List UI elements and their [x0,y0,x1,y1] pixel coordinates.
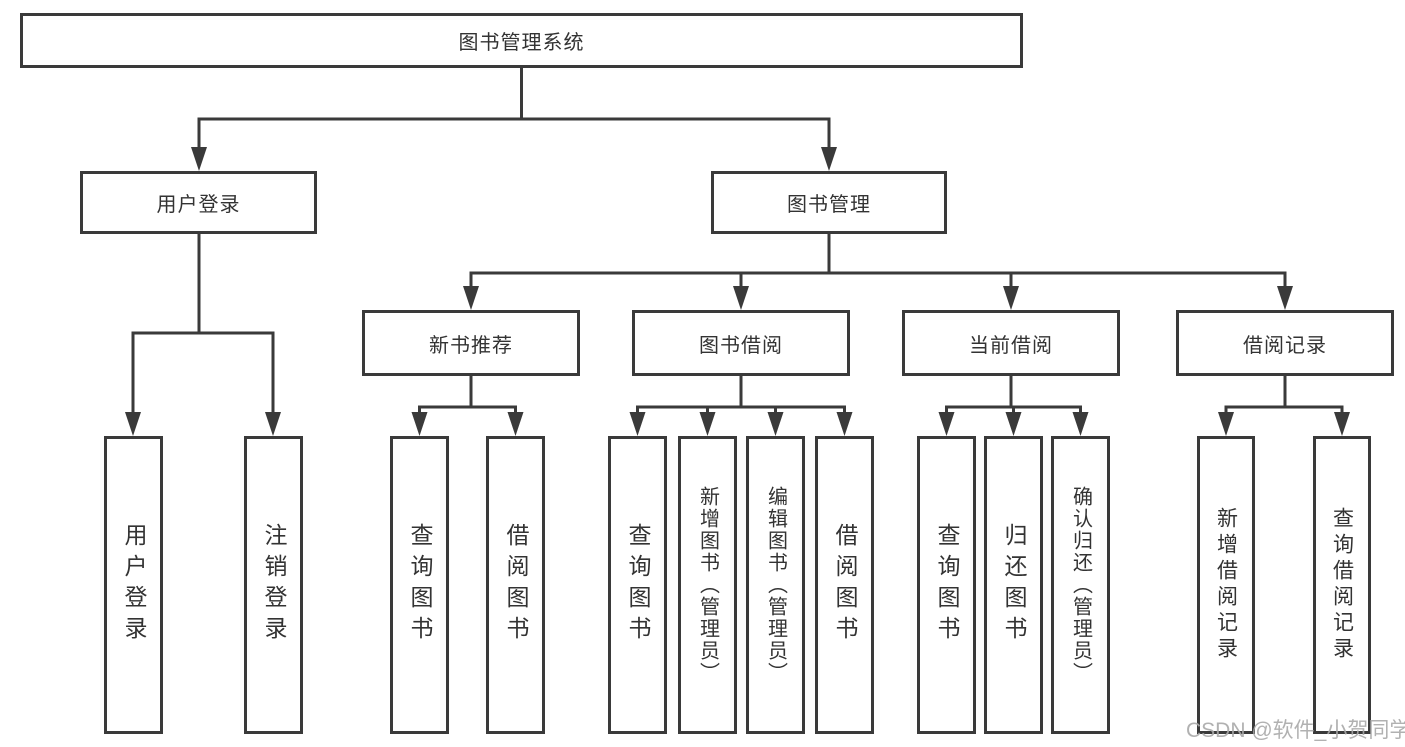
node-current-borrow-label: 当前借阅 [969,334,1053,357]
node-book-borrow: 图书借阅 [632,310,850,376]
leaf-bb-query-books-label: 查询图书 [625,523,651,647]
leaf-bb-borrow-books: 借阅图书 [815,436,874,734]
leaf-rec-borrow-books: 借阅图书 [486,436,545,734]
leaf-bb-edit-books-label: 编辑图书（管理员） [764,486,787,684]
leaf-logout: 注销登录 [244,436,303,734]
leaf-cb-query-books: 查询图书 [917,436,976,734]
node-new-book-recommend: 新书推荐 [362,310,580,376]
arrow-down-icon [733,286,749,310]
leaf-cb-return-books: 归还图书 [984,436,1043,734]
node-borrow-records: 借阅记录 [1176,310,1394,376]
arrow-down-icon [1334,412,1350,436]
node-book-borrow-label: 图书借阅 [699,334,783,357]
arrow-down-icon [191,147,207,171]
arrow-down-icon [821,147,837,171]
leaf-bb-add-books: 新增图书（管理员） [678,436,737,734]
arrow-down-icon [629,412,646,436]
arrow-down-icon [836,412,853,436]
leaf-cb-query-books-label: 查询图书 [934,523,960,647]
arrow-down-icon [938,412,955,436]
node-borrow-records-label: 借阅记录 [1243,334,1327,357]
leaf-br-add-record: 新增借阅记录 [1197,436,1255,734]
node-new-book-recommend-label: 新书推荐 [429,334,513,357]
leaf-br-query-record-label: 查询借阅记录 [1330,507,1354,663]
arrow-down-icon [1005,412,1022,436]
leaf-bb-query-books: 查询图书 [608,436,667,734]
leaf-br-add-record-label: 新增借阅记录 [1214,507,1238,663]
node-book-management-label: 图书管理 [787,194,871,216]
leaf-rec-query-books-label: 查询图书 [407,523,433,647]
node-root: 图书管理系统 [20,13,1023,68]
arrow-down-icon [463,286,479,310]
arrow-down-icon [1277,286,1293,310]
leaf-br-query-record: 查询借阅记录 [1313,436,1371,734]
leaf-bb-borrow-books-label: 借阅图书 [832,523,858,647]
arrow-down-icon [265,412,281,436]
node-root-label: 图书管理系统 [458,32,585,54]
node-user-login-label: 用户登录 [156,194,241,216]
leaf-user-login: 用户登录 [104,436,163,734]
arrow-down-icon [1218,412,1234,436]
arrow-down-icon [1003,286,1019,310]
arrow-down-icon [125,412,141,436]
arrow-down-icon [699,412,716,436]
node-current-borrow: 当前借阅 [902,310,1120,376]
arrow-down-icon [767,412,784,436]
leaf-cb-return-books-label: 归还图书 [1001,523,1027,647]
csdn-watermark: CSDN @软件_小贺同学 [1186,719,1405,742]
arrow-down-icon [411,412,428,436]
arrow-down-icon [507,412,524,436]
node-book-management: 图书管理 [711,171,947,234]
leaf-bb-add-books-label: 新增图书（管理员） [696,486,719,684]
node-user-login: 用户登录 [80,171,317,234]
leaf-cb-confirm-return-label: 确认归还（管理员） [1069,486,1092,684]
leaf-user-login-label: 用户登录 [121,523,147,647]
leaf-bb-edit-books: 编辑图书（管理员） [746,436,805,734]
leaf-logout-label: 注销登录 [261,523,287,647]
arrow-down-icon [1072,412,1089,436]
leaf-cb-confirm-return: 确认归还（管理员） [1051,436,1110,734]
leaf-rec-query-books: 查询图书 [390,436,449,734]
leaf-rec-borrow-books-label: 借阅图书 [503,523,529,647]
